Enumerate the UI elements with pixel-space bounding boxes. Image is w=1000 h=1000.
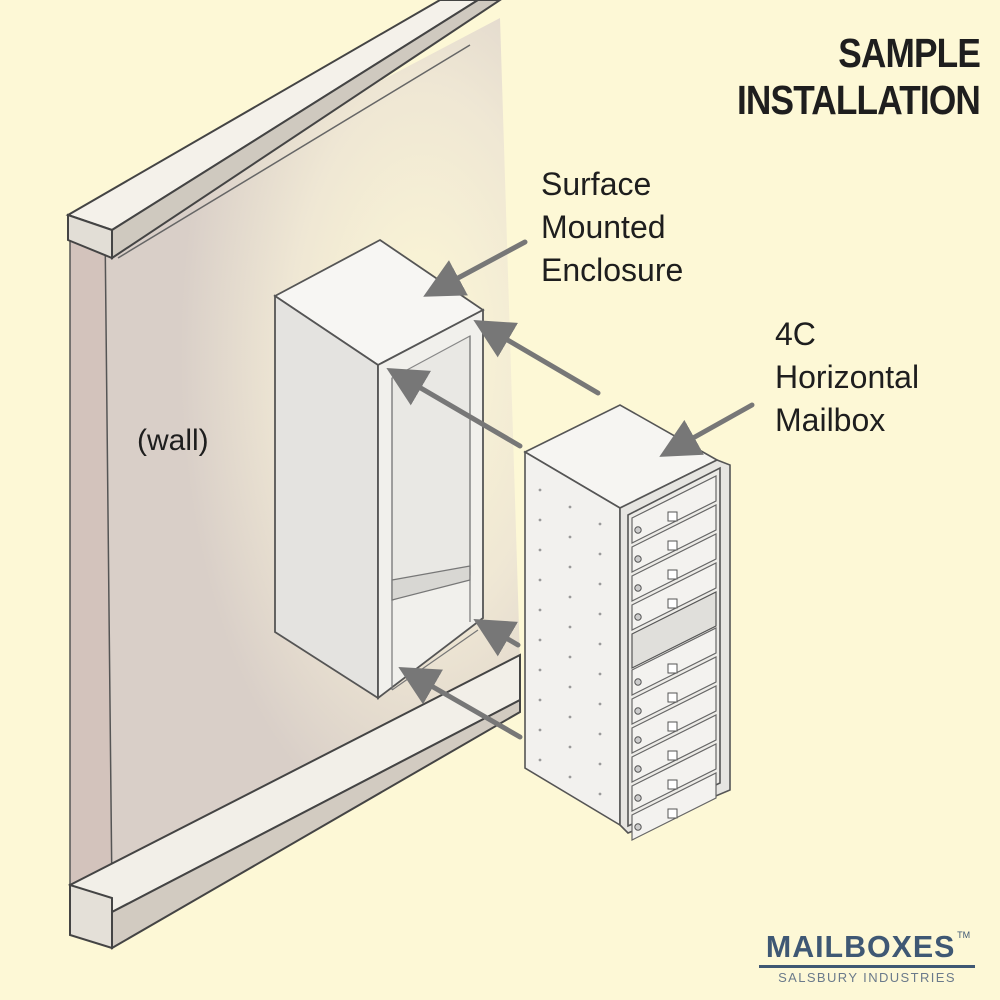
- side-rivet: [538, 488, 542, 492]
- mailbox-door: [631, 533, 717, 602]
- side-rivet: [598, 672, 602, 676]
- door-number-plate: [667, 598, 678, 609]
- mailbox-door: [631, 562, 717, 631]
- label-line: Surface: [541, 166, 652, 202]
- side-rivet: [538, 608, 542, 612]
- mailbox-door: [631, 772, 717, 841]
- label-line: Mounted: [541, 209, 666, 245]
- side-rivet: [598, 612, 602, 616]
- side-rivet: [598, 732, 602, 736]
- label-surface-mounted-enclosure: Surface Mounted Enclosure: [541, 163, 683, 292]
- door-number-plate: [667, 779, 678, 790]
- door-number-plate: [667, 721, 678, 732]
- logo-subtitle: SALSBURY INDUSTRIES: [778, 970, 956, 985]
- side-rivet: [598, 642, 602, 646]
- mailbox-rivets: [538, 488, 602, 796]
- wall-top-edge: [117, 44, 471, 259]
- mailbox-door: [631, 627, 717, 696]
- side-rivet: [598, 552, 602, 556]
- door-lock-icon: [634, 526, 642, 534]
- mailbox-door: [631, 504, 717, 573]
- logo-divider: [759, 965, 975, 968]
- door-lock-icon: [634, 584, 642, 592]
- door-number-plate: [667, 540, 678, 551]
- master-lock-panel: [631, 591, 717, 669]
- mailbox-door: [631, 743, 717, 812]
- side-rivet: [568, 775, 572, 779]
- side-rivet: [598, 702, 602, 706]
- side-rivet: [598, 792, 602, 796]
- arrow-bottom-left: [398, 667, 523, 740]
- side-rivet: [538, 668, 542, 672]
- side-rivet: [538, 728, 542, 732]
- side-rivet: [568, 745, 572, 749]
- label-horizontal-mailbox: 4C Horizontal Mailbox: [775, 313, 919, 442]
- side-rivet: [568, 505, 572, 509]
- side-rivet: [568, 535, 572, 539]
- wall-left-band: [69, 224, 113, 916]
- label-line: Mailbox: [775, 402, 886, 438]
- door-lock-icon: [634, 765, 642, 773]
- side-rivet: [538, 518, 542, 522]
- door-number-plate: [667, 663, 678, 674]
- label-wall: (wall): [137, 424, 209, 457]
- mailbox-door: [631, 714, 717, 783]
- door-lock-icon: [634, 707, 642, 715]
- door-number-plate: [667, 750, 678, 761]
- door-lock-icon: [634, 555, 642, 563]
- side-rivet: [598, 522, 602, 526]
- side-rivet: [538, 758, 542, 762]
- logo-name: MAILBOXES: [765, 929, 956, 964]
- mailbox-side: [524, 450, 621, 827]
- side-rivet: [538, 578, 542, 582]
- mailbox-door: [631, 685, 717, 754]
- door-lock-icon: [634, 794, 642, 802]
- mailbox-door: [631, 475, 717, 544]
- mailbox-door: [631, 656, 717, 725]
- side-rivet: [598, 582, 602, 586]
- side-rivet: [568, 685, 572, 689]
- wall-top-cap-underside: [111, 0, 502, 260]
- label-line: Horizontal: [775, 359, 920, 395]
- side-rivet: [568, 595, 572, 599]
- arrows: [386, 239, 755, 740]
- arrow-bottom-right: [473, 618, 521, 657]
- side-rivet: [568, 715, 572, 719]
- door-number-plate: [667, 808, 678, 819]
- door-number-plate: [667, 692, 678, 703]
- side-rivet: [538, 698, 542, 702]
- label-line: 4C: [775, 316, 816, 352]
- diagram-title: SAMPLE INSTALLATION: [736, 30, 981, 123]
- arrow-top-right: [473, 319, 601, 396]
- enclosure-left-side: [274, 294, 379, 700]
- surface-mounted-enclosure: [273, 238, 485, 700]
- door-lock-icon: [634, 613, 642, 621]
- arrow-top-left: [386, 367, 523, 449]
- side-rivet: [568, 565, 572, 569]
- side-rivet: [538, 548, 542, 552]
- mailbox-doors: [631, 475, 717, 841]
- door-number-plate: [667, 569, 678, 580]
- side-rivet: [598, 762, 602, 766]
- side-rivet: [568, 655, 572, 659]
- label-line: Enclosure: [541, 252, 684, 288]
- door-lock-icon: [634, 736, 642, 744]
- arrow-label-enclosure: [423, 239, 528, 297]
- horizontal-mailbox: [523, 404, 731, 841]
- door-lock-icon: [634, 823, 642, 831]
- door-lock-icon: [634, 678, 642, 686]
- door-number-plate: [667, 511, 678, 522]
- logo-trademark: TM: [957, 930, 971, 940]
- side-rivet: [538, 638, 542, 642]
- arrow-label-mailbox: [659, 402, 755, 457]
- side-rivet: [568, 625, 572, 629]
- wall-baseboard-underside: [111, 698, 521, 950]
